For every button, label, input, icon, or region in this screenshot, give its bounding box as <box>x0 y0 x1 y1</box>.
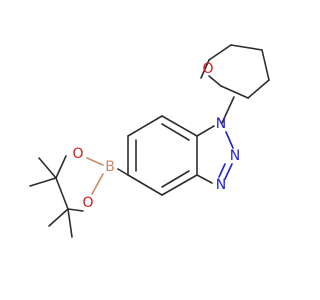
bond-thp-6 <box>220 85 249 99</box>
bond-thp-to-n1 <box>221 96 235 124</box>
bond-b-o-top <box>86 157 104 166</box>
bond-thp-3 <box>230 44 263 51</box>
pinacol-oxygen-top-label: O <box>72 146 83 162</box>
bond-o-c-top <box>55 155 67 179</box>
bond-benz-4 <box>127 174 163 196</box>
bond-n2-n3-double <box>218 163 226 178</box>
bond-thp-5 <box>247 79 270 99</box>
n2-label: N <box>230 148 240 164</box>
bond-benz-5 <box>161 174 198 196</box>
structure-svg: O N N N B O O <box>29 44 270 238</box>
bond-n3-c3a <box>196 174 213 184</box>
n1-label: N <box>216 116 226 132</box>
bond-thp-7 <box>208 75 222 87</box>
atom-labels: O N N N B O O <box>72 61 240 211</box>
boron-label: B <box>105 159 115 175</box>
bond-thp-1 <box>200 59 210 79</box>
bond-benz-double-1 <box>161 123 190 141</box>
bond-n1-n2 <box>225 131 234 149</box>
dioxaborolane-ring <box>29 155 104 238</box>
benzene-ring <box>127 115 198 196</box>
bond-o-c-bottom <box>67 208 84 212</box>
ring-oxygen-label: O <box>202 61 213 77</box>
bond-benz-2 <box>127 115 163 137</box>
bond-c-c <box>55 177 69 210</box>
pinacol-oxygen-bottom-label: O <box>82 195 93 211</box>
bond-benz-1 <box>161 115 198 137</box>
n3-label: N <box>216 177 226 193</box>
thp-ring <box>200 44 270 124</box>
triazole-ring <box>196 125 234 184</box>
bond-n2-n3 <box>224 163 233 180</box>
bond-thp-4 <box>261 49 270 81</box>
bond-methyl-4 <box>67 208 73 238</box>
bond-methyl-3 <box>48 208 69 227</box>
molecule-diagram: O N N N B O O <box>29 44 270 238</box>
bond-methyl-2 <box>29 177 57 187</box>
bond-aryl-b <box>117 168 129 176</box>
bond-c7a-n1 <box>196 125 215 137</box>
bond-b-o-bottom <box>91 173 104 195</box>
bond-methyl-1 <box>38 157 57 179</box>
bond-thp-2 <box>208 44 232 61</box>
bond-benz-double-3 <box>161 170 190 188</box>
